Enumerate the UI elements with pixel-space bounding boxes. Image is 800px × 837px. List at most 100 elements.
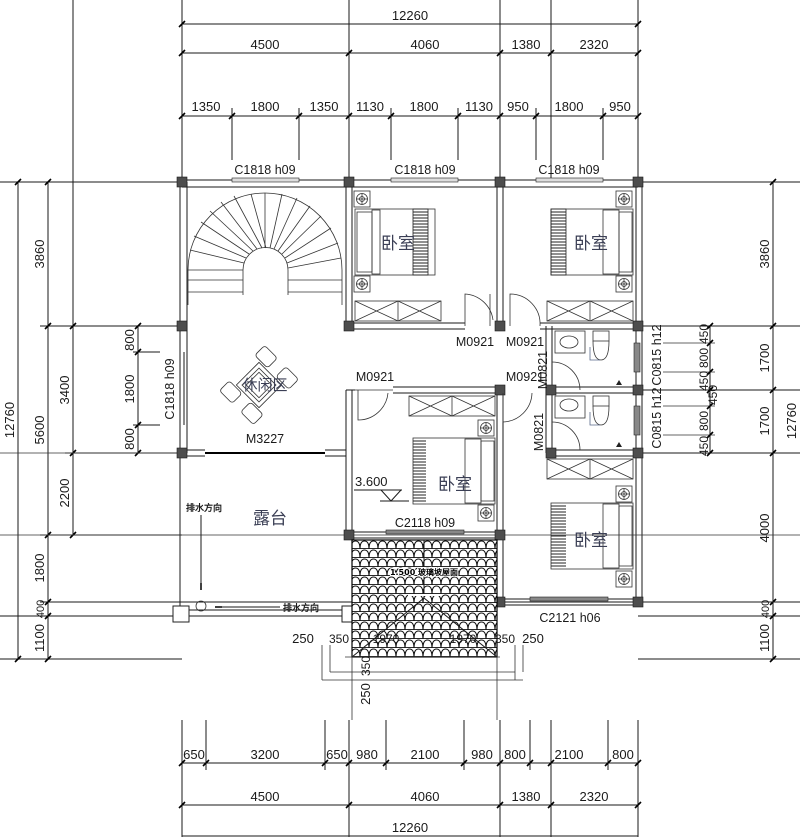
dim-porch: 350 (495, 632, 515, 646)
dim-left-axis: 1100 (32, 624, 47, 652)
window-label: C1818 h09 (394, 163, 455, 177)
roof-note: 1.500 玻璃坡屋面 (390, 567, 458, 577)
dim-right-window: 450 (706, 385, 720, 405)
dim-bottom-opening: 2100 (555, 747, 584, 762)
dim-left-sub: 2200 (57, 479, 72, 508)
dim-bottom-opening: 800 (504, 747, 526, 762)
door-label: M0921 (356, 370, 394, 384)
dim-right-total: 12760 (784, 403, 799, 439)
bedroom-3: 卧室 (408, 395, 496, 522)
dim-right-axis: 1700 (757, 407, 772, 436)
dim-right-axis: 1100 (757, 624, 772, 652)
dim-porch: 1970 (450, 632, 477, 646)
dim-bottom-total: 12260 (392, 820, 428, 835)
dim-left-axis: 5600 (32, 416, 47, 445)
dim-top-opening: 950 (609, 99, 631, 114)
dim-right-window: 800 (697, 348, 711, 368)
dim-porch: 1970 (373, 632, 400, 646)
dim-porch: 250 (292, 631, 314, 646)
dim-left-axis: 400 (35, 600, 47, 618)
bathrooms (554, 330, 622, 447)
dim-bottom-axis: 2320 (580, 789, 609, 804)
door-label: M3227 (246, 432, 284, 446)
dim-porch: 350 (359, 656, 373, 676)
room-label-bedroom: 卧室 (438, 475, 472, 495)
spiral-staircase (187, 192, 343, 305)
elevation-value: 3.600 (355, 474, 388, 489)
bedroom-4: 卧室 (546, 458, 634, 588)
dim-right-axis: 1700 (757, 344, 772, 373)
drain-direction-label: 排水方向 (283, 602, 319, 614)
dim-right-axis: 4000 (757, 514, 772, 543)
porch-roof: 1.500 玻璃坡屋面 (321, 539, 524, 720)
door-label: M0921 (506, 370, 544, 384)
window-label-left: C1818 h09 (163, 358, 177, 419)
dim-bottom-opening: 650 (183, 747, 205, 762)
bedroom-2: 卧室 (546, 190, 634, 322)
doors (205, 293, 581, 454)
bedroom-1: 卧室 (353, 190, 442, 322)
dim-top-opening: 1130 (356, 99, 384, 114)
top-dimensions: 12260 4500 4060 1380 2320 1350 1800 1350… (178, 0, 642, 182)
dim-top-axis: 4500 (251, 37, 280, 52)
drain-direction-label: 排水方向 (186, 502, 222, 514)
dim-right-window: 450 (697, 371, 711, 391)
window-label: C2118 h09 (395, 516, 455, 530)
elevation-mark: 3.600 (354, 474, 409, 502)
dim-top-opening: 1800 (251, 99, 280, 114)
room-label-terrace: 露台 (253, 509, 287, 529)
dim-top-opening: 1800 (410, 99, 439, 114)
door-label: M0921 (456, 335, 494, 349)
dim-left-window: 1800 (122, 375, 137, 404)
dim-top-opening: 1800 (555, 99, 584, 114)
dim-left-sub: 3400 (57, 376, 72, 405)
dim-bottom-axis: 4060 (411, 789, 440, 804)
bottom-dimensions: 650 3200 650 980 2100 980 800 2100 800 4… (178, 720, 642, 837)
dim-bottom-opening: 650 (326, 747, 348, 762)
room-label-bedroom: 卧室 (381, 234, 415, 254)
dim-right-window: 450 (697, 324, 711, 344)
dim-left-axis: 3860 (32, 240, 47, 269)
dim-left-axis: 1800 (32, 554, 47, 583)
dim-right-window: 800 (697, 411, 711, 431)
window-label: C1818 h09 (234, 163, 295, 177)
door-label: M0821 (536, 351, 550, 389)
dim-top-opening: 950 (507, 99, 529, 114)
dim-bottom-opening: 2100 (411, 747, 440, 762)
room-label-bedroom: 卧室 (574, 531, 608, 551)
dim-bottom-axis: 4500 (251, 789, 280, 804)
dim-bottom-opening: 980 (356, 747, 378, 762)
door-label: M0921 (506, 335, 544, 349)
window-label: C1818 h09 (538, 163, 599, 177)
dim-porch: 250 (358, 683, 373, 705)
dim-top-opening: 1350 (192, 99, 221, 114)
dim-top-axis: 4060 (411, 37, 440, 52)
exterior-walls (0, 177, 800, 617)
right-dimensions: 3860 1700 1700 4000 400 1100 12760 450 8… (638, 178, 800, 663)
dim-left-window: 800 (122, 329, 137, 351)
room-label-leisure: 休闲区 (242, 376, 287, 394)
window-label-right-upper: C0815 h12 (650, 324, 664, 385)
dim-left-window: 800 (122, 428, 137, 450)
dim-right-window: 450 (697, 436, 711, 456)
dim-top-opening: 1350 (310, 99, 339, 114)
dim-porch: 350 (329, 632, 349, 646)
dim-bottom-opening: 3200 (251, 747, 280, 762)
dim-top-axis: 2320 (580, 37, 609, 52)
room-label-bedroom: 卧室 (574, 234, 608, 254)
dim-bottom-axis: 1380 (512, 789, 541, 804)
dim-right-axis: 400 (760, 600, 772, 618)
left-dimensions: 12760 3860 5600 1800 400 1100 3400 2200 … (0, 0, 182, 663)
door-label: M0821 (532, 413, 546, 451)
dining-table-with-chairs (220, 346, 298, 424)
dim-top-opening: 1130 (465, 99, 493, 114)
dim-porch: 250 (522, 631, 544, 646)
dim-left-total: 12760 (2, 402, 17, 438)
structural-columns (172, 176, 644, 623)
dim-top-axis: 1380 (512, 37, 541, 52)
window-label-right-lower: C0815 h12 (650, 387, 664, 448)
dim-bottom-opening: 980 (471, 747, 493, 762)
dim-bottom-opening: 800 (612, 747, 634, 762)
window-label: C2121 h06 (539, 611, 600, 625)
